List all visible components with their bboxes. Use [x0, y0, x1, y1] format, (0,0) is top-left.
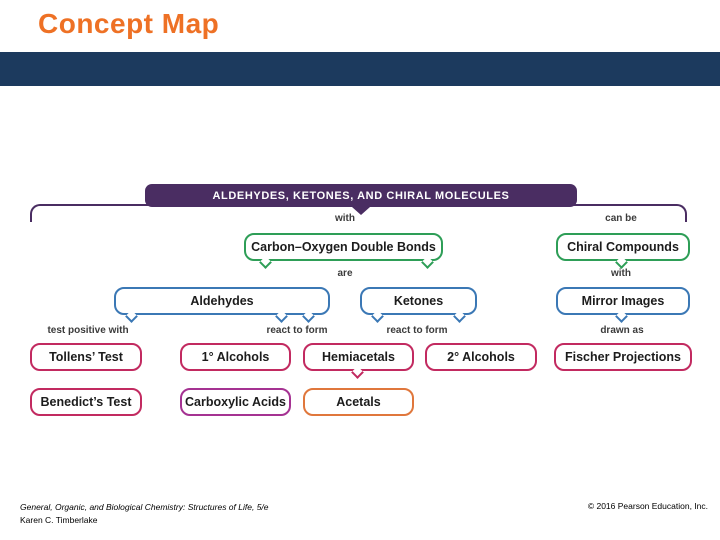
node-mirror-images: Mirror Images [556, 287, 690, 323]
node-carbon-oxygen-double-bonds: Carbon–Oxygen Double Bonds [244, 233, 443, 269]
node-label: Carbon–Oxygen Double Bonds [251, 240, 436, 254]
page-title: Concept Map [38, 8, 220, 39]
node-benedicts-test: Benedict’s Test [30, 388, 142, 416]
node-root: ALDEHYDES, KETONES, AND CHIRAL MOLECULES [145, 184, 577, 215]
header-bar [0, 52, 720, 86]
node-hemiacetals: Hemiacetals [303, 343, 414, 379]
node-aldehydes: Aldehydes [114, 287, 330, 323]
tail-pointer-icon [615, 310, 628, 323]
node-label: Carboxylic Acids [185, 395, 286, 409]
node-secondary-alcohols: 2° Alcohols [425, 343, 537, 371]
tail-pointer-icon [453, 310, 466, 323]
node-chiral-compounds: Chiral Compounds [556, 233, 690, 269]
node-ketones: Ketones [360, 287, 477, 323]
node-carboxylic-acids: Carboxylic Acids [180, 388, 291, 416]
tail-pointer-icon [125, 310, 138, 323]
node-label: Aldehydes [190, 294, 254, 308]
connector-with-left: with [335, 213, 355, 224]
footer-author: Karen C. Timberlake [20, 515, 98, 525]
node-fischer-projections: Fischer Projections [554, 343, 692, 371]
tail-pointer-icon [302, 310, 315, 323]
tail-pointer-icon [421, 256, 434, 269]
connector-with-right: with [611, 268, 631, 279]
node-root-label: ALDEHYDES, KETONES, AND CHIRAL MOLECULES [212, 189, 510, 202]
node-label: Benedict’s Test [40, 395, 132, 409]
node-label: Acetals [336, 395, 381, 409]
tail-pointer-icon [350, 366, 364, 379]
node-label: Fischer Projections [564, 350, 681, 364]
node-tollens-test: Tollens’ Test [30, 343, 142, 371]
footer-book-title: General, Organic, and Biological Chemist… [20, 502, 269, 512]
tail-pointer-icon [615, 256, 628, 269]
node-label: Tollens’ Test [49, 350, 123, 364]
connector-can-be: can be [605, 213, 637, 224]
node-primary-alcohols: 1° Alcohols [180, 343, 291, 371]
tail-pointer-icon [275, 310, 288, 323]
node-acetals: Acetals [303, 388, 414, 416]
node-label: 1° Alcohols [201, 350, 270, 364]
node-label: Chiral Compounds [567, 240, 679, 254]
node-label: Ketones [393, 294, 444, 308]
node-label: Hemiacetals [322, 350, 395, 364]
connector-are: are [337, 268, 353, 279]
connector-react-to-form-left: react to form [266, 325, 328, 336]
tail-pointer-icon [259, 256, 272, 269]
connector-react-to-form-right: react to form [386, 325, 448, 336]
connector-drawn-as: drawn as [600, 325, 644, 336]
node-label: 2° Alcohols [447, 350, 515, 364]
footer-copyright: © 2016 Pearson Education, Inc. [587, 501, 708, 511]
node-label: Mirror Images [581, 294, 665, 308]
tail-pointer-icon [371, 310, 384, 323]
down-pointer-icon [352, 207, 370, 215]
footer-attribution: General, Organic, and Biological Chemist… [20, 501, 269, 527]
connector-test-positive-with: test positive with [47, 325, 129, 336]
